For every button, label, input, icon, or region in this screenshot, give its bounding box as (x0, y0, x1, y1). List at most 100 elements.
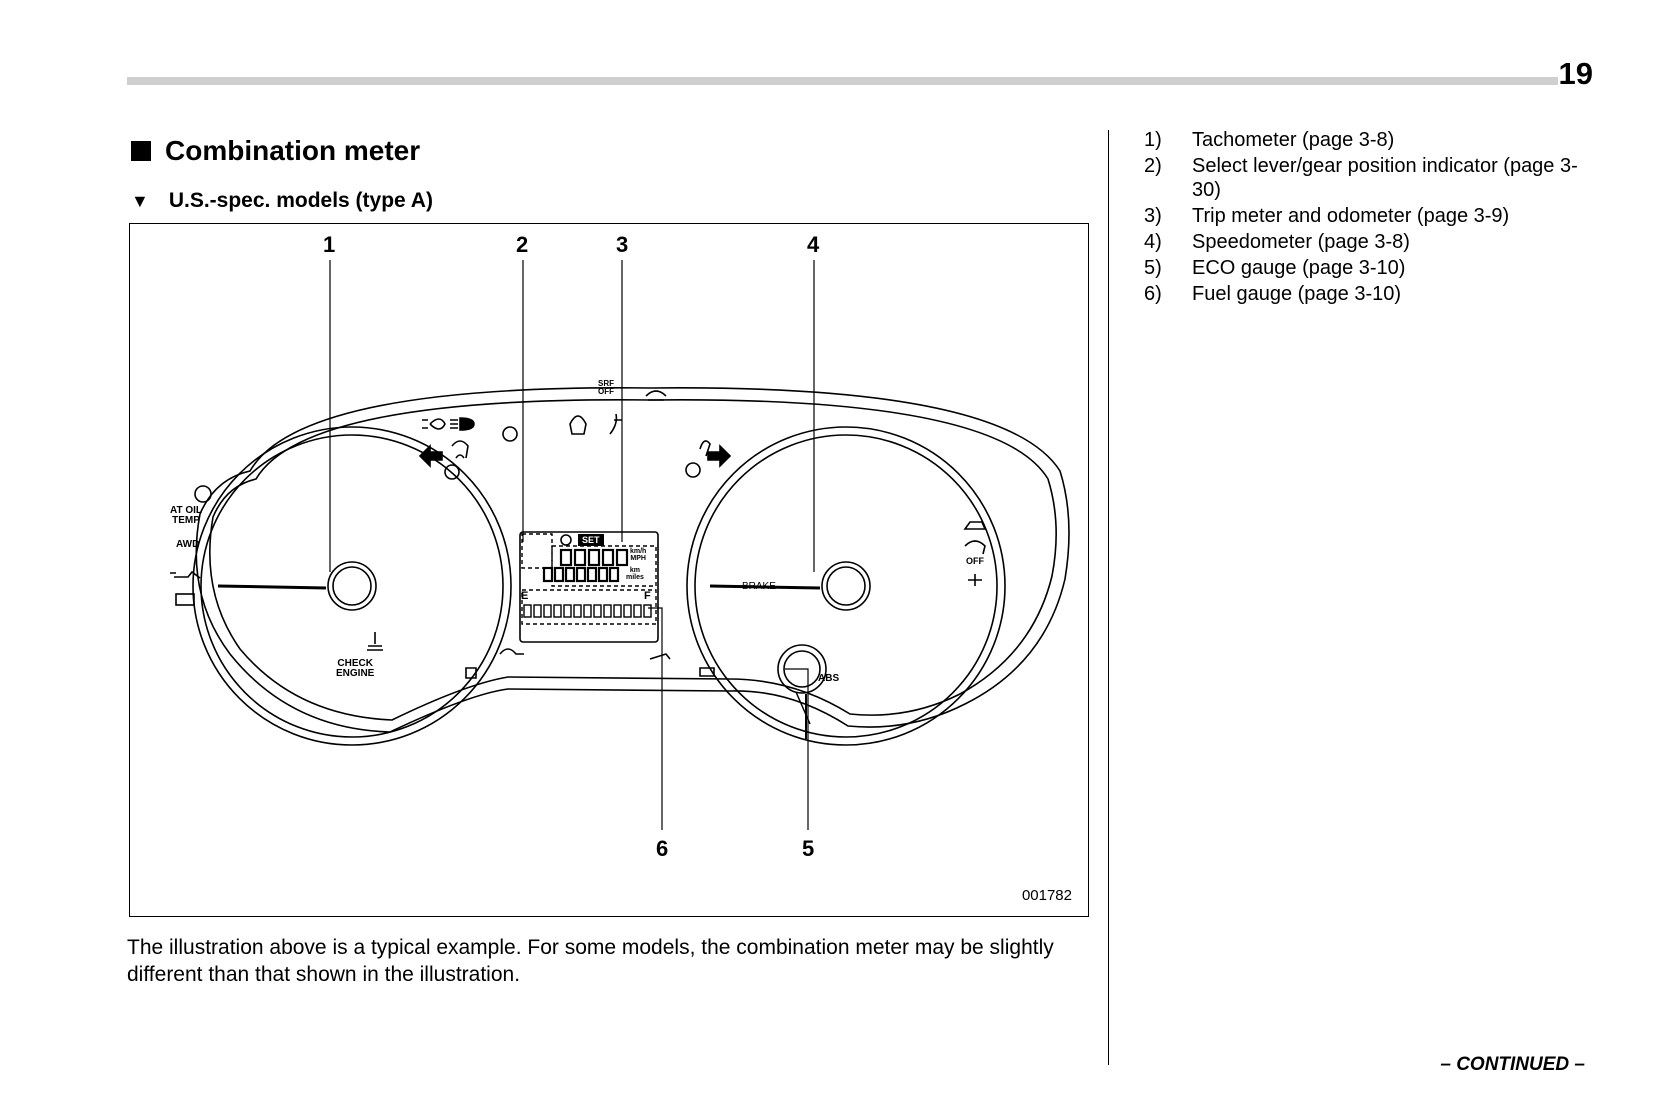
legend-text: Tachometer (page 3-8) (1192, 129, 1395, 151)
at-oil-temp-line-2: TEMP (172, 515, 200, 526)
legend-number: 3) (1144, 205, 1162, 227)
legend-number: 5) (1144, 257, 1162, 279)
sport-mode-icon (499, 648, 524, 655)
airbag-icon (968, 574, 982, 586)
combination-meter-illustration (170, 260, 1070, 830)
tachometer-hub-inner (332, 566, 372, 606)
legend-text: Trip meter and odometer (page 3-9) (1192, 205, 1510, 227)
vdc-icon (451, 440, 469, 459)
tachometer-inner-ring (200, 434, 504, 738)
legend-item: 3) Trip meter and odometer (page 3-9) (1144, 204, 1604, 228)
combination-meter-figure: 1 2 3 4 5 6 AT OIL TEMP AWD CHECK ENGINE… (129, 223, 1089, 917)
vdc-off-label: OFF (966, 556, 984, 566)
section-title-text: Combination meter (165, 135, 421, 166)
speed-unit-label: km/h MPH (630, 548, 646, 562)
triangle-bullet-icon: ▼ (131, 190, 149, 211)
speedometer-outer-ring (686, 426, 1006, 746)
legend-text: Speedometer (page 3-8) (1192, 231, 1410, 253)
mph-label: MPH (630, 555, 646, 562)
section-title: Combination meter (131, 135, 420, 167)
callout-5: 5 (802, 836, 815, 861)
set-indicator (578, 534, 604, 546)
check-engine-line-1: CHECK (337, 658, 373, 669)
cruise-car-icon (963, 521, 987, 530)
fuel-gauge-segments (523, 604, 652, 618)
tachometer-hub-outer (327, 561, 377, 611)
set-label: SET (582, 535, 600, 545)
callout-1: 1 (323, 232, 336, 257)
subsection-title: ▼ U.S.-spec. models (type A) (131, 189, 433, 213)
legend-number: 1) (1144, 129, 1162, 151)
speedometer-needle (709, 584, 821, 590)
legend-text: ECO gauge (page 3-10) (1192, 257, 1406, 279)
continued-label: – CONTINUED – (1440, 1054, 1585, 1075)
at-oil-temp-label: AT OIL TEMP (170, 506, 202, 526)
tpms-warning-icon (194, 485, 212, 503)
right-turn-icon (707, 444, 732, 468)
callout-3: 3 (616, 232, 629, 257)
high-beam-icon (450, 417, 475, 431)
figure-id: 001782 (1021, 887, 1072, 904)
fog-light-icon (422, 418, 446, 430)
center-lcd-display (519, 531, 659, 643)
legend-item: 5) ECO gauge (page 3-10) (1144, 256, 1604, 280)
odometer-digits (542, 566, 620, 583)
callout-line-5 (785, 668, 809, 830)
callout-4: 4 (807, 232, 820, 257)
awd-label: AWD (176, 539, 200, 550)
door-ajar-icon (569, 415, 587, 435)
legend-text: Select lever/gear position indicator (pa… (1192, 155, 1578, 201)
brake-system-icon (685, 462, 701, 478)
vdc-off-icon (964, 540, 986, 555)
legend-item: 4)Speedometer (page 3-8) (1144, 230, 1604, 254)
legend-item: 2) Select lever/gear position indicator (… (1144, 154, 1604, 202)
cruise-indicator-icon (560, 534, 572, 546)
cluster-outer-outline (195, 387, 1070, 733)
oil-pressure-icon (170, 570, 201, 579)
left-turn-icon (418, 444, 443, 468)
gear-indicator-box (521, 533, 553, 569)
security-icon (699, 667, 715, 677)
speedometer-inner-ring (694, 434, 998, 738)
legend-number: 6) (1144, 283, 1162, 305)
square-bullet-icon (131, 141, 151, 161)
distance-unit-label: km miles (626, 567, 644, 581)
eco-gauge-outer (777, 644, 827, 694)
tachometer-outer-ring (192, 426, 512, 746)
page-number: 19 (1558, 56, 1593, 91)
cluster-inner-outline (209, 399, 1057, 721)
subsection-title-text: U.S.-spec. models (type A) (168, 189, 433, 212)
fuel-full-label: F (644, 590, 651, 602)
kmh-label: km/h (630, 548, 647, 555)
seatbelt-passenger-icon (645, 390, 667, 401)
tachometer-needle (217, 584, 327, 590)
figure-caption: The illustration above is a typical exam… (127, 936, 1054, 986)
srf-off-line-1: SRF (598, 379, 614, 388)
km-label: km (629, 567, 641, 574)
eco-gauge-inner (783, 650, 821, 688)
callout-line-6 (648, 607, 663, 830)
callout-legend: 1) Tachometer (page 3-8) 2) Select lever/g… (1144, 128, 1604, 308)
fuel-gauge-box (521, 589, 657, 625)
brake-label: BRAKE (742, 581, 776, 592)
legend-text: Fuel gauge (page 3-10) (1192, 283, 1402, 305)
epb-icon (444, 464, 460, 480)
hill-descent-icon (649, 653, 671, 660)
fuel-empty-label: E (521, 590, 529, 602)
srs-icon (699, 440, 711, 457)
speedometer-hub-outer (821, 561, 871, 611)
srf-off-line-2: OFF (598, 387, 614, 396)
check-engine-line-2: ENGINE (336, 668, 375, 679)
trip-meter-digits (559, 548, 629, 567)
low-fuel-icon (465, 667, 477, 679)
seatbelt-icon (609, 413, 622, 435)
check-engine-label: CHECK ENGINE (336, 659, 374, 679)
callout-2: 2 (516, 232, 529, 257)
legend-number: 2) (1144, 155, 1162, 177)
miles-label: miles (626, 574, 644, 581)
page-header-bar (127, 77, 1558, 85)
legend-item: 1) Tachometer (page 3-8) (1144, 128, 1604, 152)
column-divider (1108, 130, 1109, 1065)
at-oil-temp-line-1: AT OIL (170, 505, 203, 516)
battery-warning-icon (175, 593, 195, 606)
